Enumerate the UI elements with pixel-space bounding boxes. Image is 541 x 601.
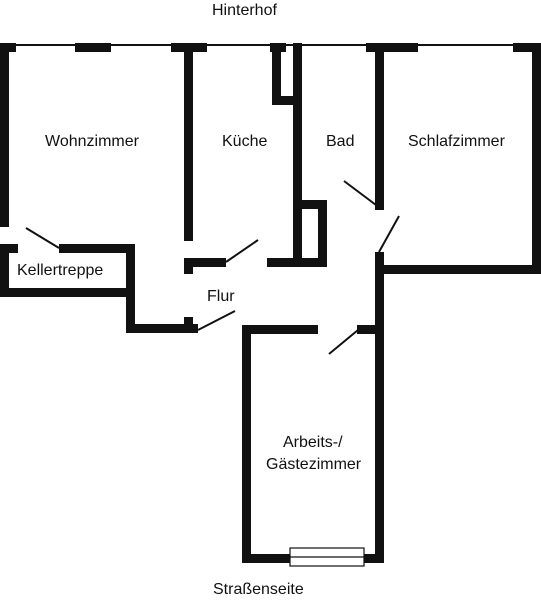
top-wall-segment xyxy=(366,43,418,52)
flur-door-stub xyxy=(184,317,193,333)
room-label-wohnzimmer: Wohnzimmer xyxy=(45,133,139,150)
door-schlafzimmer xyxy=(378,215,400,253)
shaft-left xyxy=(272,43,281,105)
room-label-bad: Bad xyxy=(326,133,355,150)
bad-bottom-wall xyxy=(302,258,327,267)
left-wall-stub xyxy=(0,244,18,253)
walls xyxy=(0,43,541,563)
bottom-label: Straßenseite xyxy=(213,581,304,598)
arbeitszimmer-top-wall-right xyxy=(357,325,384,334)
arbeitszimmer-left-wall xyxy=(242,325,251,563)
street-window xyxy=(289,547,365,567)
door-bad xyxy=(343,180,381,209)
kueche-left-wall xyxy=(184,43,193,241)
top-label: Hinterhof xyxy=(212,2,277,19)
shaft-bottom xyxy=(272,96,302,105)
room-label-kellertreppe: Kellertreppe xyxy=(17,262,104,279)
right-wall xyxy=(532,43,541,274)
room-label-flur: Flur xyxy=(207,288,235,305)
flur-right-wall xyxy=(375,252,384,334)
room-label-arbeitszimmer-line1: Arbeits-/ xyxy=(283,434,343,451)
top-wall-segment xyxy=(75,43,111,52)
doors xyxy=(25,180,400,355)
kueche-bottom-wall-left xyxy=(184,258,226,267)
left-wall-lower xyxy=(0,244,9,297)
door-arbeitszimmer xyxy=(328,329,359,355)
arbeitszimmer-right-wall xyxy=(375,325,384,563)
schlafzimmer-left-wall xyxy=(375,43,384,210)
bad-left-wall xyxy=(293,43,302,267)
arbeitszimmer-bottom-wall-left xyxy=(242,554,290,563)
door-wohnzimmer xyxy=(25,227,60,249)
flur-bottom-left-wall xyxy=(126,324,198,333)
arbeitszimmer-bottom-wall-right xyxy=(364,554,384,563)
bad-shaft-right xyxy=(318,200,327,267)
top-wall-segment xyxy=(513,43,541,52)
left-wall xyxy=(0,43,9,227)
bad-shaft-top xyxy=(293,200,327,209)
kellertreppe-bottom-wall xyxy=(0,288,135,297)
door-kueche xyxy=(225,239,259,263)
room-label-arbeitszimmer-line2: Gästezimmer xyxy=(266,456,362,473)
wohnzimmer-bottom-wall xyxy=(59,244,135,253)
schlafzimmer-bottom-wall xyxy=(375,265,541,274)
room-label-kueche: Küche xyxy=(222,133,268,150)
room-label-schlafzimmer: Schlafzimmer xyxy=(408,133,505,150)
arbeitszimmer-top-wall xyxy=(242,325,318,334)
door-flur xyxy=(197,310,236,331)
